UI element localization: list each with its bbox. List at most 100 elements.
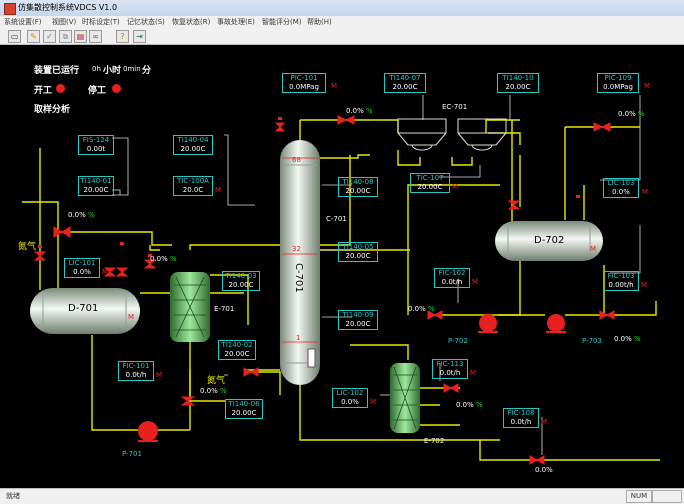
menu-restore-state[interactable]: 恢复状态(R) xyxy=(172,18,211,26)
menu-help[interactable]: 帮助(H) xyxy=(307,18,332,26)
fic103-name: FIC-103 xyxy=(607,272,635,280)
run-minutes: 0min xyxy=(123,65,141,73)
lic102-name: LIC-102 xyxy=(336,389,364,397)
ti14007-name: TI140-07 xyxy=(389,74,421,82)
p702-label: P-702 xyxy=(448,337,468,345)
fic103-mode: M xyxy=(640,281,647,289)
fic102-value: 0.0t/h xyxy=(441,278,463,286)
ti14006-value: 20.00C xyxy=(231,409,257,417)
instrument-lines xyxy=(112,95,641,455)
control-valves xyxy=(33,115,615,465)
ti14008-value: 20.00C xyxy=(345,187,371,195)
p701-label: P-701 xyxy=(122,450,142,458)
valve-fic103-opening: 0.0% % xyxy=(614,335,641,343)
tic107-mode: M xyxy=(451,183,458,191)
app-icon xyxy=(4,3,16,15)
menu-view[interactable]: 视图(V) xyxy=(52,18,77,26)
valve-fic102-opening: 0.0% % xyxy=(408,305,435,313)
pic101-value: 0.0MPag xyxy=(289,83,319,91)
run-hours: 0h xyxy=(92,65,101,73)
valve-fic108-opening: 0.0% xyxy=(535,466,553,474)
pic109-name: PIC-109 xyxy=(604,74,632,82)
valve-fic101-opening: 0.0% % xyxy=(200,387,227,395)
fic103-value: 0.00t/h xyxy=(608,281,634,289)
valve-fis124-opening: 0.0% % xyxy=(68,211,95,219)
sample-analysis-button[interactable]: 取样分析 xyxy=(34,105,71,115)
pic109-mode: M xyxy=(643,82,650,90)
menu-bar: 系统设置(F) 视图(V) 时标设定(T) 记忆状态(S) 恢复状态(R) 事故… xyxy=(0,16,684,28)
fis124-name: FIS-124 xyxy=(82,136,110,144)
pencil-icon[interactable]: ✎ xyxy=(27,30,40,43)
e701-label: E-701 xyxy=(214,305,235,313)
menu-scoring[interactable]: 智能评分(M) xyxy=(262,18,302,26)
help-icon[interactable]: ? xyxy=(116,30,129,43)
lic101-name: LIC-101 xyxy=(68,259,96,267)
check-icon[interactable]: ✓ xyxy=(43,30,56,43)
lic101-value: 0.0% xyxy=(73,268,91,276)
pic101-name: PIC-101 xyxy=(290,74,318,82)
pic109-value: 0.0MPag xyxy=(603,83,633,91)
ti14004-value: 20.00C xyxy=(180,145,206,153)
tray-1-label: 1 xyxy=(296,334,301,342)
d701-motor-marker: M xyxy=(128,313,135,321)
menu-system-settings[interactable]: 系统设置(F) xyxy=(4,18,42,26)
status-empty-pane xyxy=(652,490,682,503)
valve-actuators xyxy=(38,117,580,257)
exit-icon[interactable]: ⇥ xyxy=(133,30,146,43)
stop-label: 停工 xyxy=(88,86,107,96)
fic108-mode: M xyxy=(540,418,547,426)
copy-icon[interactable]: ⧉ xyxy=(59,30,72,43)
window-icon[interactable]: ▭ xyxy=(8,30,21,43)
status-ready: 就绪 xyxy=(6,492,20,500)
menu-save-state[interactable]: 记忆状态(S) xyxy=(127,18,165,26)
valve-pic109-opening: 0.0% % xyxy=(618,110,645,118)
link-icon[interactable]: ∞ xyxy=(89,30,102,43)
ti14002-value: 20.00C xyxy=(224,350,250,358)
lic102-mode: M xyxy=(369,398,376,406)
folder-icon[interactable]: ▤ xyxy=(74,30,87,43)
fic113-value: 0.0t/h xyxy=(439,369,461,377)
d701-label: D-701 xyxy=(68,303,99,314)
nitrogen-label-1: 氮气 xyxy=(18,242,37,252)
nitrogen-label-2: 氮气 xyxy=(207,376,226,386)
valve-pic101-opening: 0.0% % xyxy=(346,107,373,115)
tic100a-name: TIC-100A xyxy=(177,177,209,185)
start-button[interactable] xyxy=(56,84,65,93)
c701-side-label: C-701 xyxy=(326,215,347,223)
valve-fic113-opening: 0.0% % xyxy=(456,401,483,409)
lic103-value: 0.0% xyxy=(612,188,630,196)
menu-time-scale[interactable]: 时标设定(T) xyxy=(82,18,120,26)
menu-incident[interactable]: 事故处理(E) xyxy=(217,18,255,26)
stop-button[interactable] xyxy=(112,84,121,93)
run-label: 装置已运行 xyxy=(34,66,80,76)
ti14006-name: TI140-06 xyxy=(228,400,260,408)
title-bar: 仿集散控制系统VDCS V1.0 xyxy=(0,0,684,17)
fic101-value: 0.0t/h xyxy=(125,371,147,379)
ti14009-value: 20.00C xyxy=(345,320,371,328)
d702-vessel xyxy=(495,221,603,261)
ti14005-name: TI140-05 xyxy=(342,243,374,251)
